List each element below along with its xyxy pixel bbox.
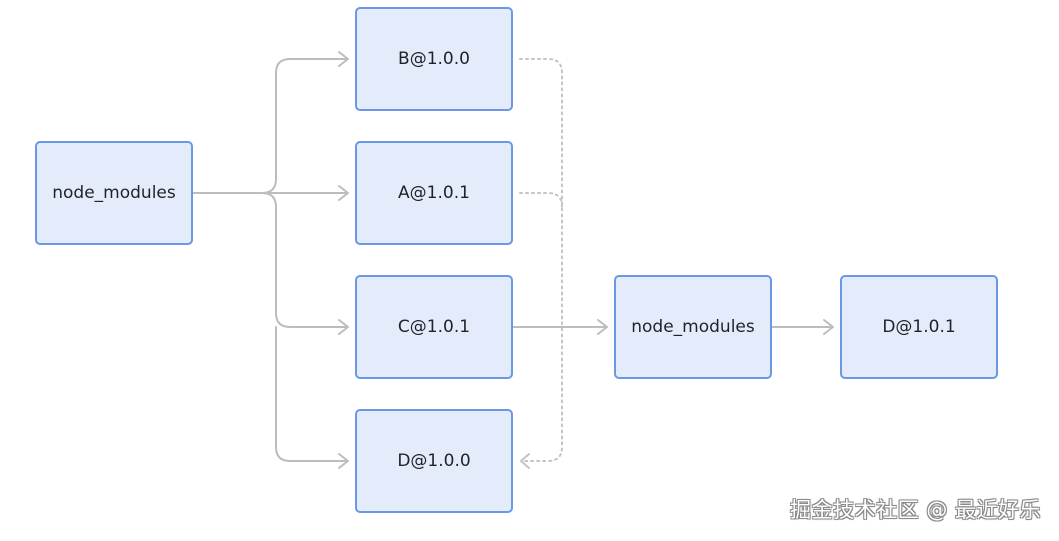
edge-a-to-d100-dotted — [519, 192, 563, 208]
node-label: node_modules — [52, 183, 176, 203]
arrowhead-d100-dotted — [520, 453, 530, 469]
node-b-1-0-0: B@1.0.0 — [355, 7, 513, 111]
edge-root-to-d100 — [275, 326, 348, 462]
edge-root-to-b — [261, 58, 348, 194]
node-d-1-0-0: D@1.0.0 — [355, 409, 513, 513]
edge-b-to-d100-dotted — [519, 58, 563, 462]
node-root-node-modules: node_modules — [35, 141, 193, 245]
node-d-1-0-1: D@1.0.1 — [840, 275, 998, 379]
node-label: node_modules — [631, 317, 755, 337]
edge-root-to-c — [261, 192, 348, 328]
arrowhead-c — [338, 319, 349, 335]
node-label: D@1.0.0 — [397, 451, 471, 471]
node-c-1-0-1: C@1.0.1 — [355, 275, 513, 379]
node-label: B@1.0.0 — [398, 49, 470, 69]
arrowhead-d101 — [823, 319, 834, 335]
watermark: 掘金技术社区 @ 最近好乐 — [790, 498, 1041, 522]
arrowhead-a — [338, 185, 349, 201]
node-a-1-0-1: A@1.0.1 — [355, 141, 513, 245]
arrowhead-d100 — [338, 453, 349, 469]
arrowhead-b — [338, 51, 349, 67]
node-nested-node-modules: node_modules — [614, 275, 772, 379]
arrowhead-nested — [597, 319, 608, 335]
node-label: A@1.0.1 — [398, 183, 470, 203]
node-label: C@1.0.1 — [397, 317, 471, 337]
node-label: D@1.0.1 — [882, 317, 956, 337]
